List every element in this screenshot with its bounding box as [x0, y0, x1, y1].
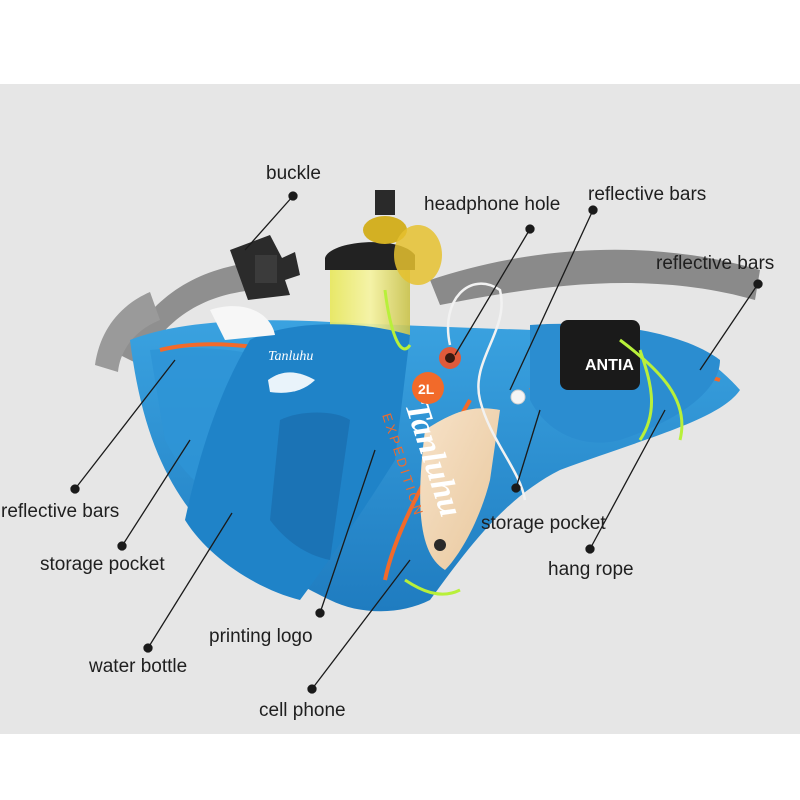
- strap-left-end: [95, 292, 160, 372]
- cell-phone-shape: [420, 408, 500, 570]
- pocket-phone-brand: ANTIA: [585, 357, 634, 374]
- label-reflective-bars-left: reflective bars: [1, 501, 120, 522]
- capacity-badge: 2L: [418, 381, 435, 397]
- label-buckle: buckle: [266, 163, 321, 184]
- label-cell-phone: cell phone: [259, 700, 346, 721]
- label-reflective-bars-top: reflective bars: [588, 184, 707, 205]
- label-storage-pocket-right: storage pocket: [481, 513, 606, 534]
- label-water-bottle: water bottle: [89, 656, 188, 677]
- label-printing-logo: printing logo: [209, 626, 313, 647]
- holder-brand-text: Tanluhu: [268, 349, 313, 364]
- label-storage-pocket-left: storage pocket: [40, 554, 165, 575]
- label-reflective-bars-right: reflective bars: [656, 253, 775, 274]
- waist-strap-right: [430, 249, 760, 305]
- label-hang-rope: hang rope: [548, 559, 634, 580]
- buckle-shape: [230, 235, 300, 300]
- label-headphone-hole: headphone hole: [424, 194, 561, 215]
